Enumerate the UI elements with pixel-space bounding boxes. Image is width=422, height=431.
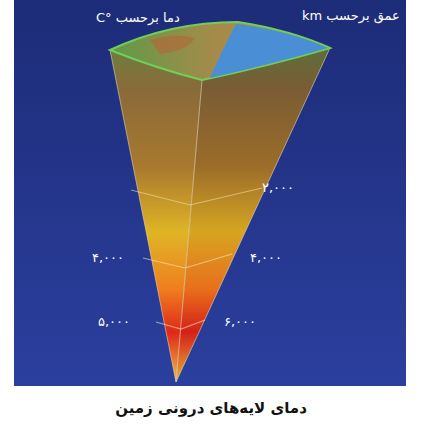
axis-title: عمق برحسب km (302, 8, 400, 24)
depth-value: ۴,۰۰۰ (250, 250, 282, 266)
temperature-value: ۴,۰۰۰ (92, 250, 124, 266)
depth-value: ۶,۰۰۰ (224, 314, 256, 330)
temperature-value: ۵,۰۰۰ (98, 314, 130, 330)
depth-value: ۲,۰۰۰ (262, 180, 294, 196)
figure-caption: دمای لایه‌های درونی زمین (115, 399, 307, 417)
axis-title: دما برحسب °C (96, 10, 180, 26)
